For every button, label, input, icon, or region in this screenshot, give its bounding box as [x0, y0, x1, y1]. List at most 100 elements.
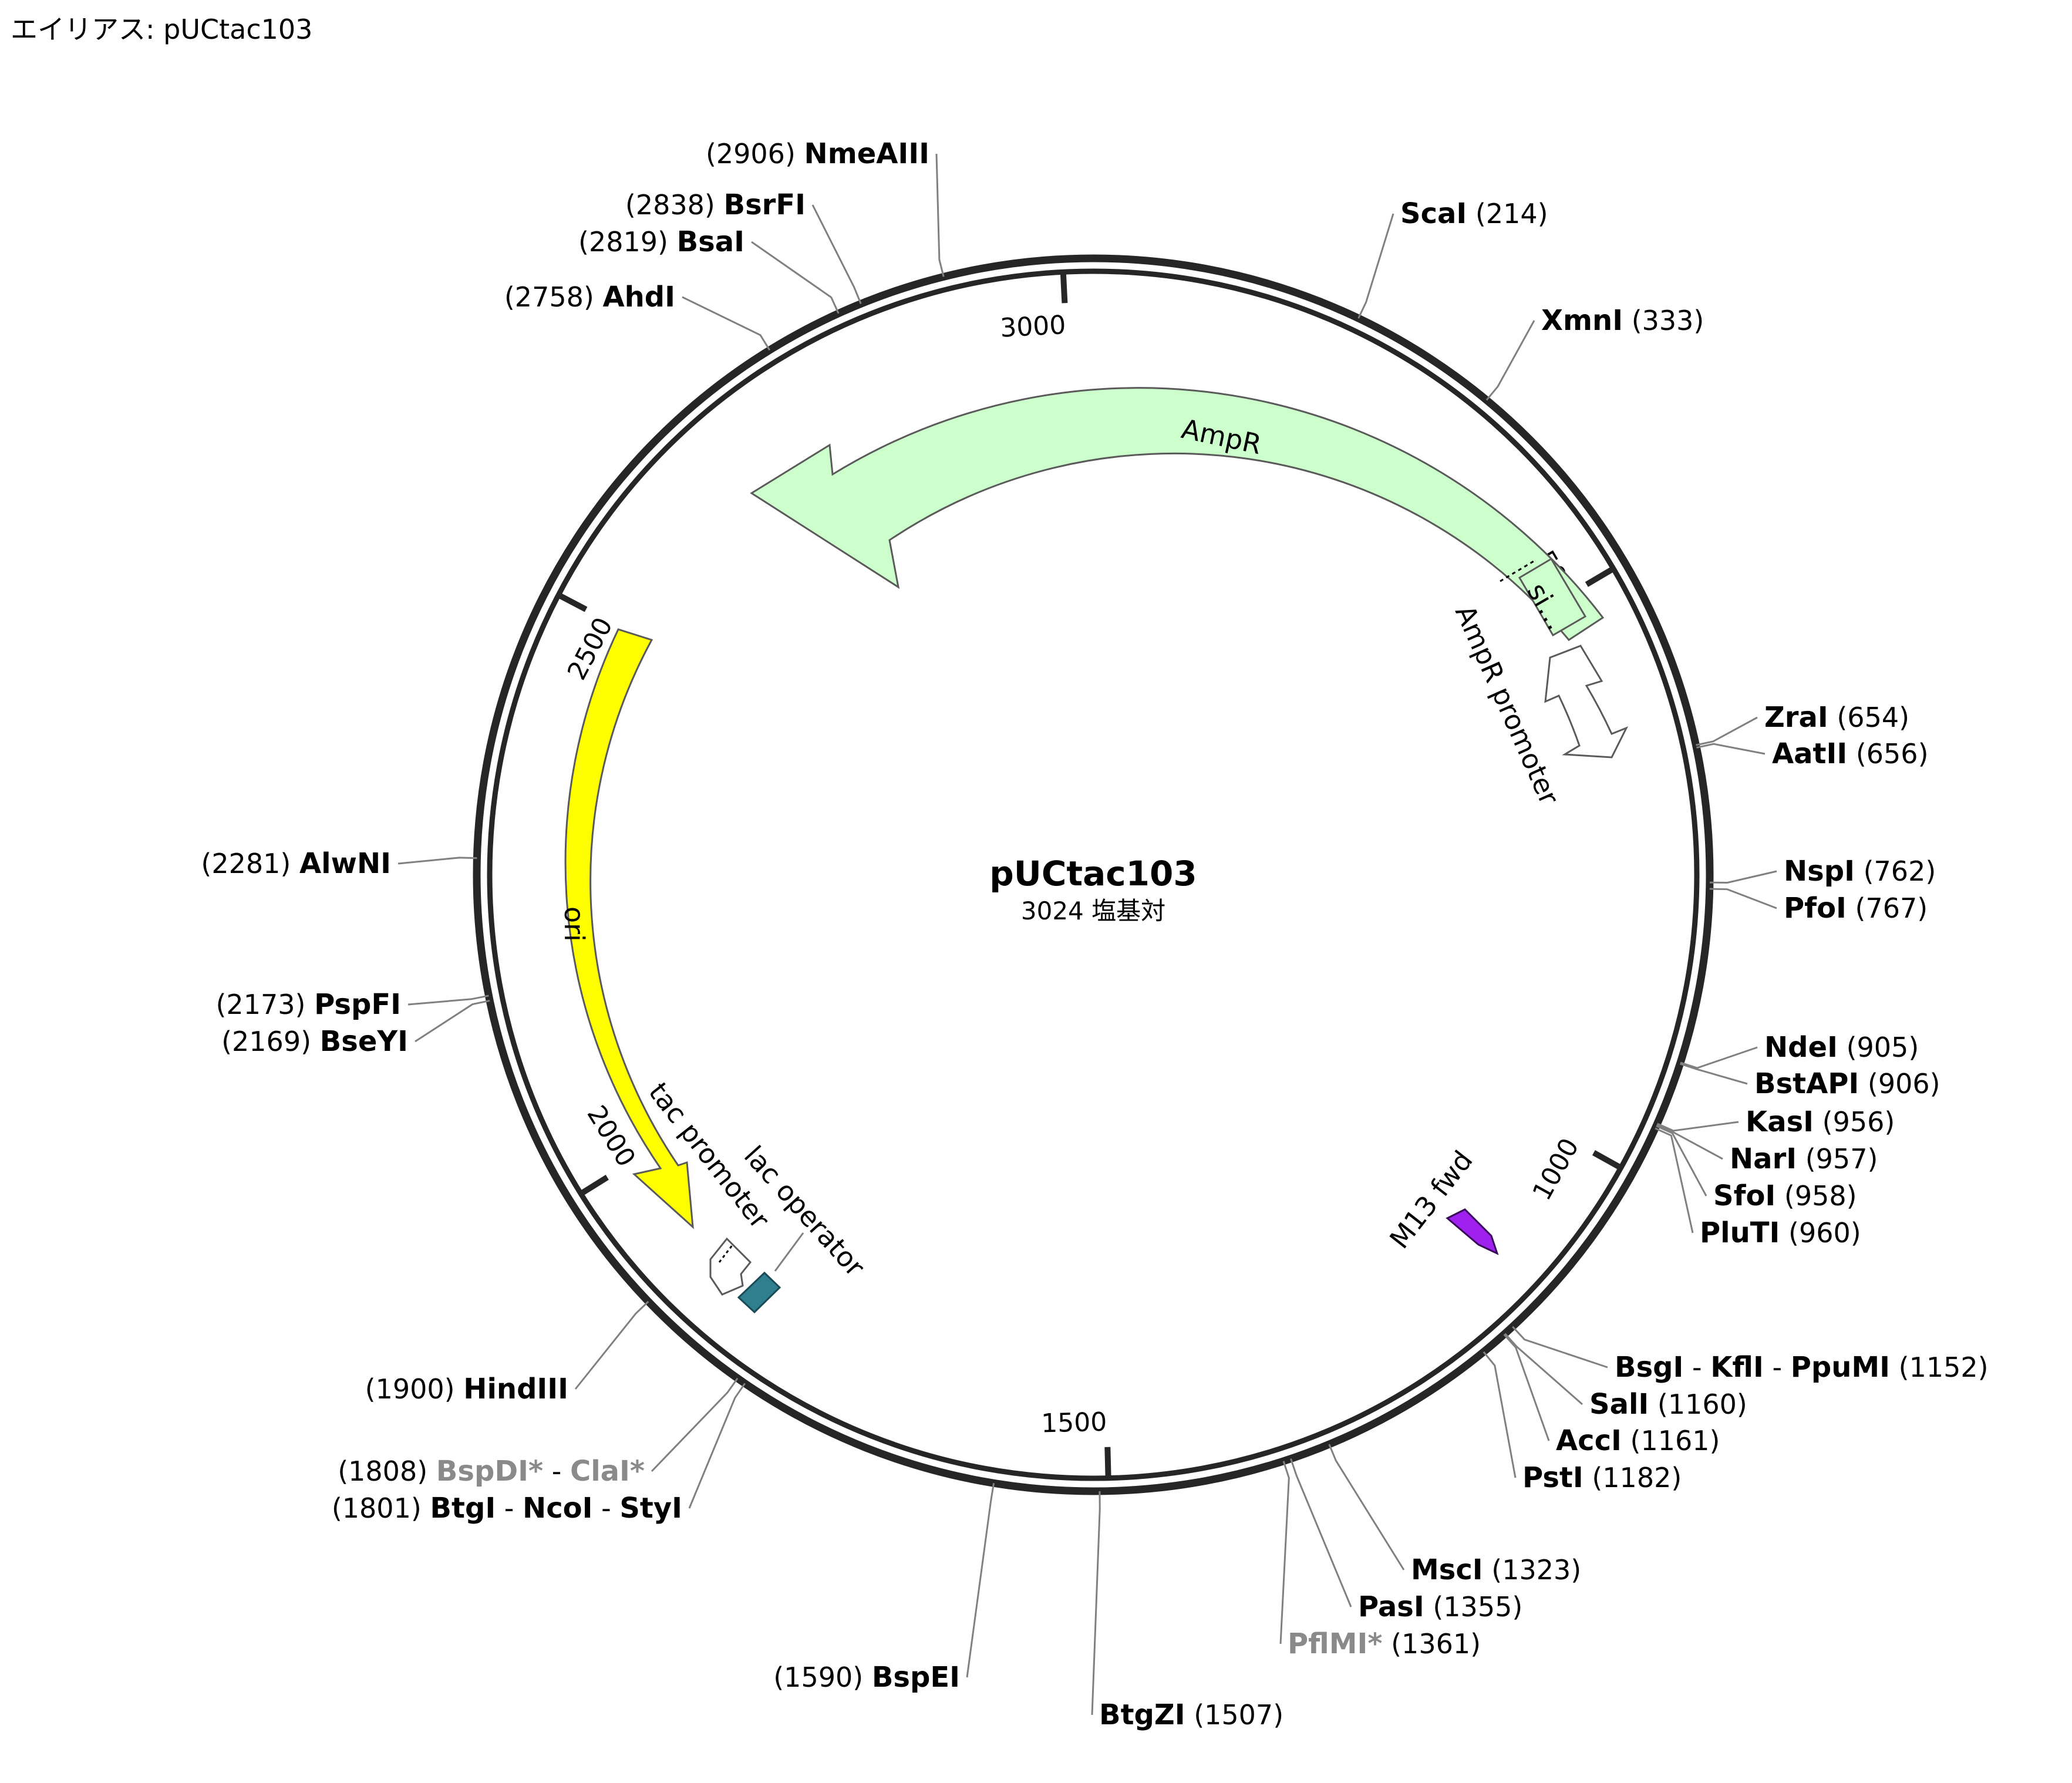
site-label[interactable]: (1900) HindIII — [365, 1373, 568, 1405]
site-label[interactable]: NdeI (905) — [1764, 1031, 1919, 1064]
site-label[interactable]: (2819) BsaI — [578, 225, 744, 258]
site-aatii[interactable]: AatII (656) — [1696, 737, 1929, 770]
site-position: (2169) — [221, 1026, 311, 1057]
site-label[interactable]: MscI (1323) — [1411, 1553, 1581, 1586]
lac-operator-leader — [774, 1232, 804, 1272]
site-separator: - — [496, 1492, 523, 1524]
site-sali[interactable]: SalI (1160) — [1504, 1333, 1747, 1421]
site-pspfi[interactable]: (2173) PspFI — [215, 988, 489, 1021]
site-btgi[interactable]: (1801) BtgI - NcoI - StyI — [332, 1383, 746, 1525]
signal-segment[interactable] — [1518, 557, 1587, 637]
site-name: ZraI — [1764, 701, 1828, 734]
tac-promoter-divider — [718, 1244, 734, 1263]
site-label[interactable]: AccI (1161) — [1556, 1424, 1720, 1457]
site-name: PspFI — [314, 988, 401, 1021]
site-label[interactable]: BsgI - KflI - PpuMI (1152) — [1615, 1351, 1989, 1384]
site-position: (2906) — [706, 138, 796, 170]
site-position: (214) — [1475, 198, 1548, 230]
site-pluti[interactable]: PluTI (960) — [1655, 1127, 1861, 1249]
site-leader — [1657, 1121, 1739, 1132]
site-sfoi[interactable]: SfoI (958) — [1656, 1125, 1857, 1212]
site-label[interactable]: NspI (762) — [1784, 855, 1936, 888]
site-label[interactable]: (1808) BspDI* - ClaI* — [338, 1455, 645, 1488]
ampr-arrow[interactable] — [750, 387, 1605, 641]
site-label[interactable]: (2173) PspFI — [215, 988, 401, 1021]
site-name: PstI — [1522, 1461, 1584, 1494]
site-label[interactable]: NarI (957) — [1730, 1142, 1878, 1175]
site-label[interactable]: ScaI (214) — [1400, 197, 1548, 230]
site-label[interactable]: (2838) BsrFI — [625, 188, 806, 221]
site-label[interactable]: (1590) BspEI — [773, 1661, 960, 1694]
site-zrai[interactable]: ZraI (654) — [1696, 701, 1910, 746]
site-pfoi[interactable]: PfoI (767) — [1709, 888, 1928, 925]
site-name: NmeAIII — [804, 137, 929, 170]
site-separator: - — [543, 1455, 570, 1487]
site-alwni[interactable]: (2281) AlwNI — [201, 847, 477, 880]
site-label[interactable]: PluTI (960) — [1700, 1216, 1861, 1249]
ampr-promoter-arrow[interactable] — [1544, 645, 1629, 759]
site-bsai[interactable]: (2819) BsaI — [578, 225, 840, 314]
site-label[interactable]: (2169) BseYI — [221, 1025, 408, 1058]
feature-signal[interactable]: si… — [1500, 557, 1587, 637]
site-hindiii[interactable]: (1900) HindIII — [365, 1300, 649, 1405]
site-name: BseYI — [320, 1025, 408, 1058]
site-label[interactable]: SalI (1160) — [1589, 1388, 1747, 1421]
m13-fwd-primer[interactable] — [1446, 1208, 1499, 1255]
feature-ampr-promoter[interactable]: AmpR promoter — [1449, 601, 1629, 810]
site-bspdi[interactable]: (1808) BspDI* - ClaI* — [338, 1377, 739, 1488]
site-label[interactable]: SfoI (958) — [1713, 1179, 1857, 1212]
site-xmni[interactable]: XmnI (333) — [1485, 304, 1704, 401]
feature-ori[interactable]: ori — [558, 628, 694, 1229]
site-position: (1507) — [1194, 1699, 1283, 1731]
site-nmeaiii[interactable]: (2906) NmeAIII — [706, 137, 945, 277]
site-ahdi[interactable]: (2758) AhdI — [504, 281, 771, 351]
site-label[interactable]: PfoI (767) — [1784, 892, 1928, 925]
site-leader — [407, 995, 489, 1006]
site-msci[interactable]: MscI (1323) — [1328, 1444, 1581, 1586]
site-label[interactable]: (2758) AhdI — [504, 281, 675, 314]
site-label[interactable]: BtgZI (1507) — [1099, 1698, 1283, 1731]
site-position: (1361) — [1391, 1628, 1481, 1660]
lac-operator-box[interactable] — [737, 1271, 781, 1314]
site-bstapi[interactable]: BstAPI (906) — [1679, 1063, 1940, 1100]
spacer — [427, 1455, 436, 1487]
spacer — [1780, 1217, 1788, 1249]
site-label[interactable]: AatII (656) — [1772, 737, 1929, 770]
site-name: BsrFI — [724, 188, 806, 221]
site-label[interactable]: PflMI* (1361) — [1288, 1627, 1481, 1660]
site-label[interactable]: XmnI (333) — [1541, 304, 1704, 337]
tick-label-3000: 3000 — [999, 310, 1066, 343]
site-bspei[interactable]: (1590) BspEI — [773, 1482, 995, 1694]
site-nspi[interactable]: NspI (762) — [1709, 855, 1936, 888]
site-bseyi[interactable]: (2169) BseYI — [221, 999, 490, 1058]
site-label[interactable]: (2906) NmeAIII — [706, 137, 929, 170]
site-label[interactable]: ZraI (654) — [1764, 701, 1909, 734]
spacer — [863, 1661, 872, 1693]
site-kasi[interactable]: KasI (956) — [1657, 1105, 1895, 1138]
site-bsrfi[interactable]: (2838) BsrFI — [625, 188, 862, 305]
site-leader — [1328, 1444, 1405, 1570]
site-pflmi[interactable]: PflMI* (1361) — [1279, 1461, 1481, 1660]
spacer — [1424, 1591, 1433, 1623]
site-scai[interactable]: ScaI (214) — [1357, 197, 1548, 319]
site-label[interactable]: (2281) AlwNI — [201, 847, 391, 880]
site-psti[interactable]: PstI (1182) — [1483, 1351, 1682, 1494]
site-name: StyI — [619, 1492, 682, 1525]
feature-m13-fwd[interactable]: M13 fwd — [1383, 1145, 1499, 1255]
spacer — [1814, 1106, 1822, 1138]
site-nari[interactable]: NarI (957) — [1656, 1124, 1878, 1175]
ori-arrow[interactable] — [564, 628, 694, 1229]
feature-ampr[interactable]: AmpR — [750, 387, 1605, 641]
site-label[interactable]: KasI (956) — [1746, 1105, 1895, 1138]
site-label[interactable]: BstAPI (906) — [1754, 1067, 1940, 1100]
site-label[interactable]: PasI (1355) — [1358, 1590, 1522, 1623]
tick-3000 — [1060, 271, 1068, 304]
site-pasi[interactable]: PasI (1355) — [1290, 1458, 1522, 1623]
site-bsgi[interactable]: BsgI - KflI - PpuMI (1152) — [1512, 1326, 1989, 1384]
site-acci[interactable]: AccI (1161) — [1503, 1333, 1720, 1457]
site-label[interactable]: PstI (1182) — [1522, 1461, 1682, 1494]
site-btgzi[interactable]: BtgZI (1507) — [1091, 1491, 1283, 1731]
tac-promoter-arrow[interactable] — [709, 1237, 752, 1296]
site-ndei[interactable]: NdeI (905) — [1680, 1031, 1919, 1069]
site-label[interactable]: (1801) BtgI - NcoI - StyI — [332, 1492, 682, 1525]
